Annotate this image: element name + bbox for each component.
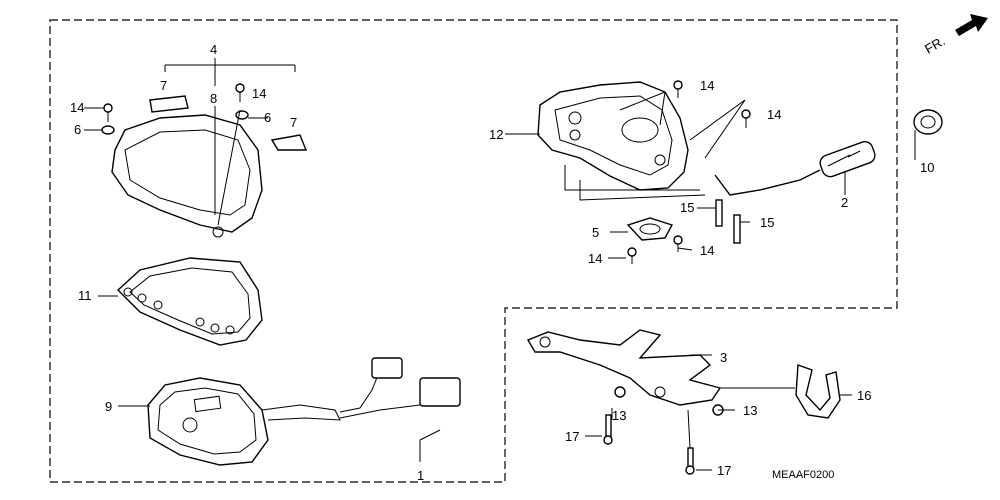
callout-6-left: 6 — [74, 122, 81, 137]
front-arrow-icon — [955, 14, 988, 36]
callout-9: 9 — [105, 399, 112, 414]
callout-14-f: 14 — [588, 251, 602, 266]
callout-13-left: 13 — [612, 408, 626, 423]
band-part — [795, 364, 841, 419]
callout-3: 3 — [720, 350, 727, 365]
callout-16: 16 — [857, 388, 871, 403]
callout-17-right: 17 — [717, 463, 731, 478]
grommet-part — [913, 109, 943, 135]
rubber-part-left — [149, 95, 189, 113]
callout-1: 1 — [417, 468, 424, 483]
callout-14-a: 14 — [70, 100, 84, 115]
callout-8: 8 — [210, 91, 217, 106]
callout-4: 4 — [210, 42, 217, 57]
meter-lens-part — [111, 114, 263, 238]
callout-6-right: 6 — [264, 110, 271, 125]
callout-14-d: 14 — [767, 107, 781, 122]
callout-10: 10 — [920, 160, 934, 175]
callout-14-c: 14 — [700, 78, 714, 93]
meter-panel-part — [116, 257, 263, 346]
front-direction-marker: FR. — [922, 14, 988, 57]
callout-5: 5 — [592, 225, 599, 240]
bracket-part — [526, 329, 722, 406]
callout-7-left: 7 — [160, 78, 167, 93]
rubber-part-right — [270, 134, 308, 151]
callout-12: 12 — [489, 127, 503, 142]
sensor-cable-part — [714, 140, 876, 196]
callout-15-b: 15 — [760, 215, 774, 230]
meter-case-part — [537, 81, 689, 191]
diagram-code: MEAAF0200 — [772, 469, 834, 481]
leader-lines — [84, 58, 916, 471]
callout-13-right: 13 — [743, 403, 757, 418]
callout-14-b: 14 — [252, 86, 266, 101]
meter-assembly-part — [147, 377, 341, 466]
callout-11: 11 — [78, 288, 92, 303]
callout-14-e: 14 — [700, 243, 714, 258]
callout-17-left: 17 — [565, 429, 579, 444]
assembly-boundary — [49, 19, 898, 483]
callout-2: 2 — [841, 195, 848, 210]
callout-labels: 1 2 3 4 5 6 6 7 7 8 9 10 11 12 13 13 14 … — [70, 42, 934, 483]
plate-part — [626, 217, 674, 241]
callout-15-a: 15 — [680, 200, 694, 215]
callout-7-right: 7 — [290, 115, 297, 130]
wire-harness-part — [339, 357, 461, 419]
front-direction-label: FR. — [922, 33, 948, 56]
